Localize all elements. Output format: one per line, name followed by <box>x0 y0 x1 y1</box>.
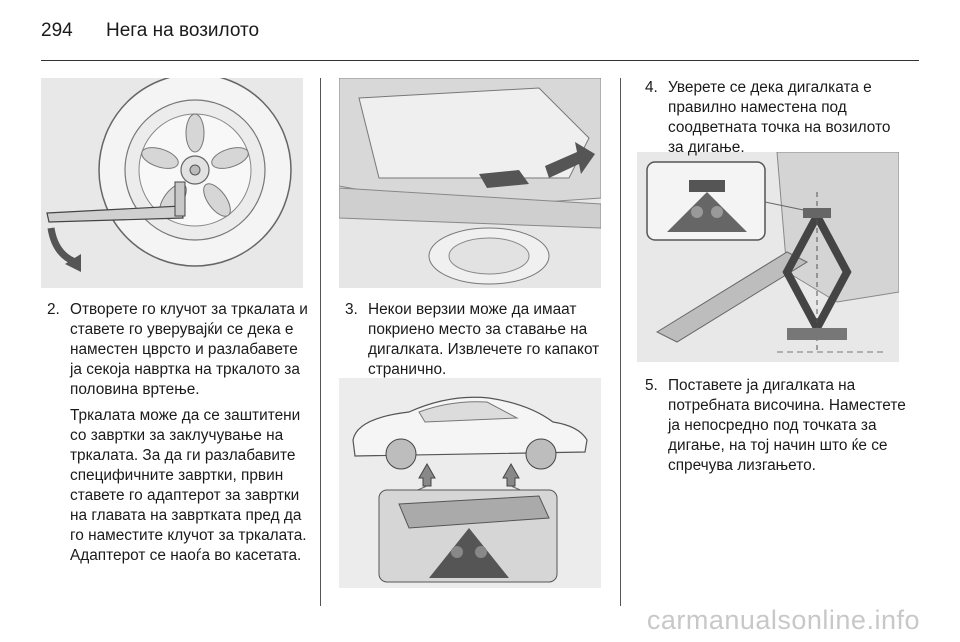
column-divider-left <box>320 78 321 606</box>
step-3-number: 3. <box>345 301 358 318</box>
step-2-number: 2. <box>47 301 60 318</box>
page-number: 294 <box>41 20 73 41</box>
step-4-text: Уверете се дека дигалката е правилно нам… <box>668 79 891 156</box>
step-2-paragraph-1: Отворете го клучот за тркалата и ставете… <box>70 301 308 398</box>
page-title: Нега на возилото <box>105 20 260 41</box>
step-3-text: Некои верзии може да имаат покриено мест… <box>368 301 600 378</box>
header-divider <box>41 60 919 61</box>
step-3: 3. Некои верзии може да имаат покриено м… <box>345 300 607 386</box>
column-divider-right <box>620 78 621 606</box>
underbody-cover-illustration <box>339 78 601 288</box>
step-2: 2. Отворете го клучот за тркалата и став… <box>47 300 309 572</box>
step-5: 5. Поставете ја дигалката на потребната … <box>645 376 907 482</box>
watermark: carmanualsonline.info <box>646 605 920 635</box>
step-2-paragraph-2: Тркалата може да се заштитени со завртки… <box>70 407 307 564</box>
wheel-wrench-illustration <box>41 78 303 288</box>
car-jack-points-illustration <box>339 378 601 588</box>
step-4: 4. Уверете се дека дигалката е правилно … <box>645 78 907 164</box>
step-5-text: Поставете ја дигалката на потребната вис… <box>668 377 906 474</box>
step-5-number: 5. <box>645 377 658 394</box>
step-4-number: 4. <box>645 79 658 96</box>
jack-positioning-illustration <box>637 152 899 362</box>
page-header: 294 Нега на возилото <box>41 20 259 42</box>
